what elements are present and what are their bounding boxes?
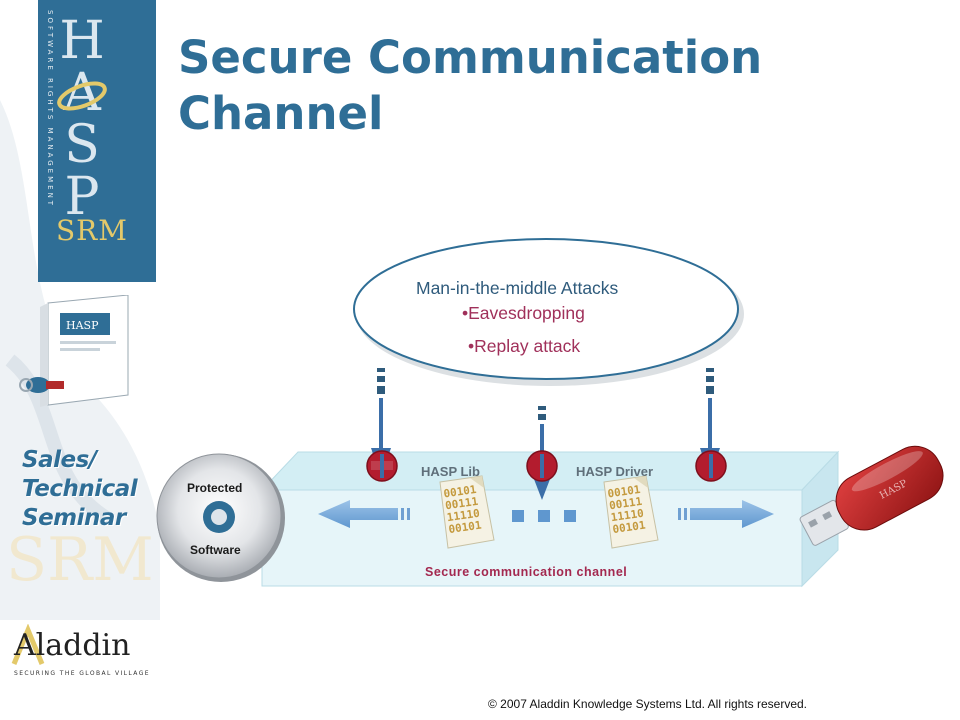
data-document-icon-right: [603, 475, 659, 549]
cd-label-software: Software: [190, 543, 241, 557]
attack-bubble: [353, 238, 744, 386]
seminar-line-2: Technical: [22, 476, 138, 502]
hasp-logo: H A S P: [57, 11, 107, 216]
cd-disc-icon: [156, 453, 285, 582]
brand-panel: [38, 0, 156, 282]
seminar-badge: Sales/ Technical Seminar: [22, 446, 138, 533]
usb-dongle-icon: HASP: [799, 445, 944, 546]
hasp-lib-label: HASP Lib: [421, 464, 480, 479]
company-tagline: SECURING THE GLOBAL VILLAGE: [14, 670, 150, 677]
page-title-line-2: Channel: [178, 87, 384, 140]
binary-data-left: 00101 00111 11110 00101: [443, 483, 483, 536]
company-name: Aladdin: [14, 628, 131, 663]
data-document-icon-left: [439, 475, 495, 549]
brand-subtitle: SOFTWARE RIGHTS MANAGEMENT: [46, 10, 54, 209]
brand-srm-text: SRM: [56, 214, 128, 247]
data-flow-dashes: [512, 510, 576, 522]
blocked-stop-icon-right: [695, 450, 727, 482]
page-title-line-1: Secure Communication: [178, 31, 763, 84]
attack-item-replay: •Replay attack: [468, 336, 581, 356]
background-swoosh-graphic: SRM: [0, 100, 160, 620]
data-flow-arrow-right: [678, 500, 774, 528]
product-box-icon: HASP: [19, 295, 129, 407]
sidebar: SRM SOFTWARE RIGHTS MANAGEMENT H A S P S…: [0, 0, 160, 720]
svg-text:S: S: [64, 115, 100, 175]
binary-data-right: 00101 00111 11110 00101: [607, 483, 647, 536]
svg-text:HASP: HASP: [66, 319, 99, 332]
attack-title: Man-in-the-middle Attacks: [416, 278, 619, 298]
channel-label: Secure communication channel: [425, 565, 628, 579]
svg-text:H: H: [59, 11, 104, 71]
blocked-stop-icon-middle: [526, 450, 558, 482]
seminar-line-1: Sales/: [22, 447, 97, 473]
attack-item-eavesdropping: •Eavesdropping: [462, 303, 585, 323]
cd-label-protected: Protected: [187, 481, 243, 495]
blocked-stop-icon-left: [366, 450, 398, 482]
aladdin-logo-icon: [11, 624, 45, 665]
data-flow-arrow-left: [318, 500, 410, 528]
hasp-driver-label: HASP Driver: [576, 464, 654, 479]
page-title: Secure Communication Channel: [178, 30, 762, 142]
seminar-line-3: Seminar: [22, 505, 126, 531]
copyright-notice: © 2007 Aladdin Knowledge Systems Ltd. Al…: [488, 697, 808, 711]
svg-text:SRM: SRM: [6, 525, 154, 595]
svg-text:P: P: [65, 167, 100, 216]
